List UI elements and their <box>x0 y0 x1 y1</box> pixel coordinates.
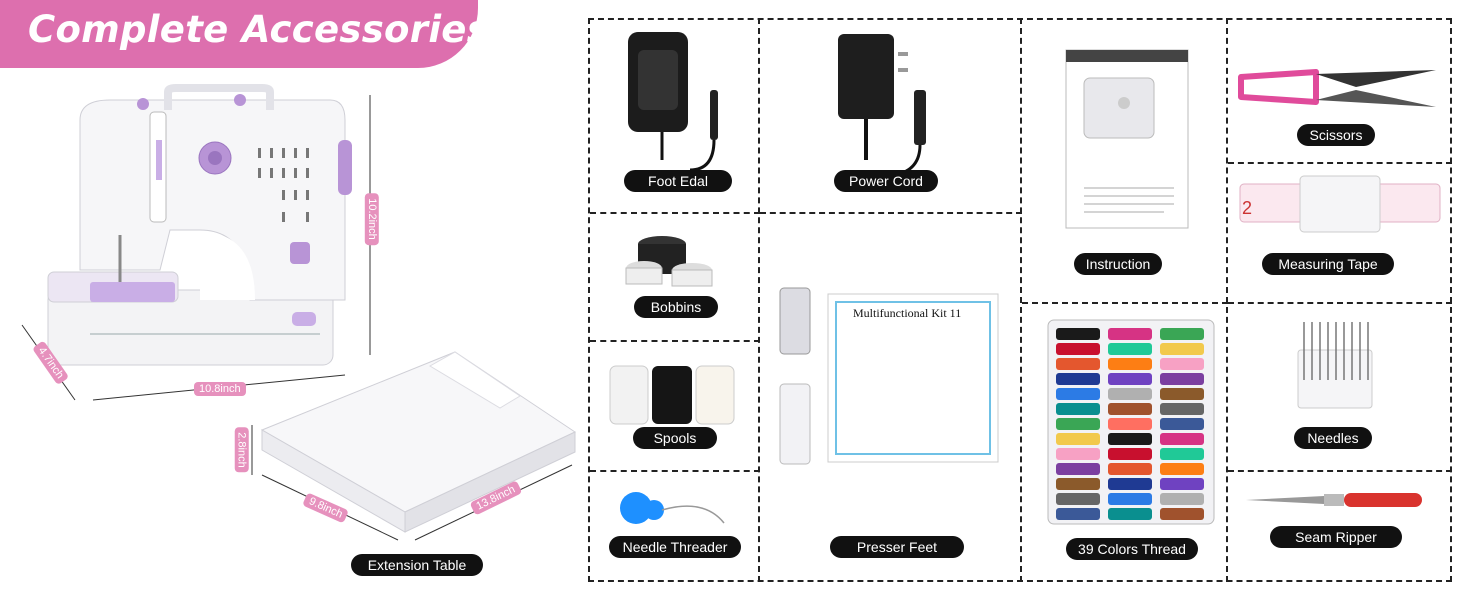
thread-box-image <box>1047 319 1215 525</box>
thread-spool <box>1108 433 1152 445</box>
header-banner: Complete Accessories <box>0 0 489 68</box>
thread-spool <box>1056 463 1100 475</box>
thread-spool <box>1160 508 1204 520</box>
thread-spool <box>1108 463 1152 475</box>
label-measuring-tape: Measuring Tape <box>1262 253 1394 275</box>
label-foot-edal: Foot Edal <box>624 170 732 192</box>
thread-spool <box>1160 343 1204 355</box>
needle-threader-image <box>620 492 725 524</box>
thread-spool <box>1108 418 1152 430</box>
thread-spool <box>1056 493 1100 505</box>
thread-spool <box>1108 508 1152 520</box>
thread-spool <box>1160 388 1204 400</box>
page-title: Complete Accessories <box>28 8 490 51</box>
thread-spool <box>1056 448 1100 460</box>
thread-spool <box>1160 463 1204 475</box>
label-presser-feet: Presser Feet <box>830 536 964 558</box>
thread-spool <box>1056 433 1100 445</box>
thread-spool <box>1108 493 1152 505</box>
thread-spool <box>1056 328 1100 340</box>
thread-spool <box>1056 418 1100 430</box>
label-extension-table: Extension Table <box>351 554 483 576</box>
thread-spool <box>1108 358 1152 370</box>
label-power-cord: Power Cord <box>834 170 938 192</box>
thread-spool <box>1056 478 1100 490</box>
thread-spool <box>1108 388 1152 400</box>
foot-pedal-image <box>628 32 718 172</box>
label-scissors: Scissors <box>1297 124 1375 146</box>
thread-spool <box>1108 478 1152 490</box>
sewing-machine-image <box>21 84 577 541</box>
dimension-width-tag: 10.8inch <box>194 382 246 396</box>
thread-spool <box>1108 328 1152 340</box>
thread-spool <box>1160 358 1204 370</box>
dimension-height-tag: 10.2inch <box>364 193 379 245</box>
thread-spool <box>1108 373 1152 385</box>
thread-spool <box>1160 478 1204 490</box>
svg-text:2: 2 <box>1242 198 1252 218</box>
table-height-tag: 2.8inch <box>234 427 249 473</box>
label-bobbins: Bobbins <box>634 296 718 318</box>
thread-spool <box>1160 328 1204 340</box>
measuring-tape-image: 2 <box>1239 175 1441 233</box>
thread-spool <box>1160 448 1204 460</box>
thread-spool <box>1056 403 1100 415</box>
label-seam-ripper: Seam Ripper <box>1270 526 1402 548</box>
thread-spool <box>1108 448 1152 460</box>
thread-spool <box>1056 343 1100 355</box>
label-39-colors-thread: 39 Colors Thread <box>1066 538 1198 560</box>
power-cord-image <box>838 34 926 177</box>
presser-kit-title: Multifunctional Kit 11 <box>853 306 962 320</box>
scissors-image <box>1238 69 1436 107</box>
thread-spool <box>1160 418 1204 430</box>
bobbins-image <box>625 236 713 287</box>
label-needles: Needles <box>1294 427 1372 449</box>
thread-spool <box>1056 388 1100 400</box>
presser-feet-image <box>779 287 999 465</box>
thread-spool <box>1160 433 1204 445</box>
thread-spool <box>1108 343 1152 355</box>
seam-ripper-image <box>1246 493 1422 507</box>
thread-spool <box>1056 508 1100 520</box>
instruction-manual-image <box>1065 49 1189 229</box>
spools-image <box>609 365 735 425</box>
thread-spool <box>1056 373 1100 385</box>
thread-spool <box>1108 403 1152 415</box>
thread-spool <box>1160 373 1204 385</box>
thread-spool <box>1160 493 1204 505</box>
label-spools: Spools <box>633 427 717 449</box>
label-instruction: Instruction <box>1074 253 1162 275</box>
needles-image <box>1297 322 1373 409</box>
thread-spool <box>1160 403 1204 415</box>
thread-spool <box>1056 358 1100 370</box>
label-needle-threader: Needle Threader <box>609 536 741 558</box>
